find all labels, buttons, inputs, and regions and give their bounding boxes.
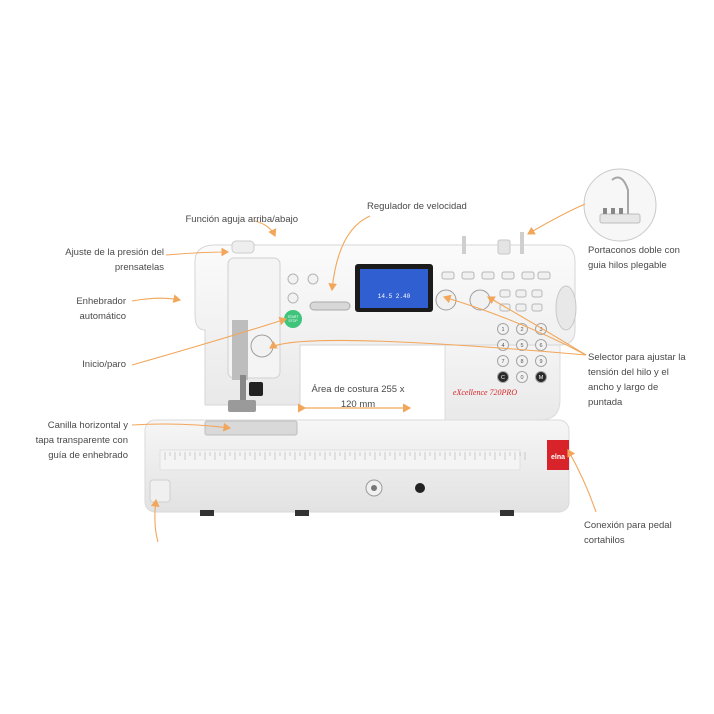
speed-regulator-label: Regulador de velocidad	[367, 201, 467, 212]
keypad-key-label: 4	[501, 343, 504, 349]
callout-lines	[131, 203, 597, 543]
start-stop-button-text: START	[288, 315, 299, 319]
keypad-key	[535, 355, 547, 367]
keypad-key-label: 7	[501, 359, 504, 365]
selector-label: Selector para ajustar la tensión del hil…	[588, 352, 686, 408]
pedal-connection-label: Conexión para pedal cortahilos	[584, 520, 672, 546]
sewing-area-label: Área de costura 255 x 120 mm	[311, 384, 405, 410]
keypad-key-label: 5	[520, 343, 523, 349]
start-stop-label: Inicio/paro	[82, 359, 126, 370]
keypad-key	[535, 339, 547, 351]
keypad: 1 2 3 4 5 6 7 8 9C 0 M	[497, 323, 547, 383]
keypad-key-label: C	[501, 375, 505, 381]
svg-text:STOP: STOP	[288, 319, 298, 323]
keypad-key-label: 2	[520, 327, 523, 333]
keypad-key	[497, 323, 509, 335]
keypad-key	[497, 355, 509, 367]
svg-text:14.5 2.40: 14.5 2.40	[378, 293, 411, 300]
keypad-key-label: 8	[520, 359, 523, 365]
bed-ruler	[164, 452, 526, 460]
needle-threader-label: Enhebrador automático	[76, 296, 126, 322]
keypad-key-label: M	[539, 375, 544, 381]
brand-badge	[547, 440, 569, 470]
machine-bed	[144, 419, 570, 516]
lcd-display: 14.5 2.40	[355, 264, 433, 312]
keypad-key-label: 1	[501, 327, 504, 333]
model-name: eXcellence 720PRO	[453, 388, 517, 397]
keypad-key	[516, 339, 528, 351]
keypad-key	[516, 371, 528, 383]
spool-holder-inset	[583, 168, 657, 242]
keypad-key-label: 9	[539, 359, 542, 365]
needle-up-down-label: Función aguja arriba/abajo	[185, 214, 299, 225]
keypad-key-label: 6	[539, 343, 542, 349]
keypad-key	[516, 355, 528, 367]
bobbin-label: Canilla horizontal y tapa transparente c…	[35, 420, 128, 461]
keypad-key	[535, 371, 547, 383]
presser-pressure-label: Ajuste de la presión del prensatelas	[65, 247, 164, 273]
spool-holder-label: Portaconos doble con guia hilos plegable	[588, 245, 680, 271]
keypad-key	[497, 371, 509, 383]
brand-name: elna	[551, 454, 565, 461]
keypad-key-label: 3	[539, 327, 542, 333]
keypad-key-label: 0	[520, 375, 523, 381]
